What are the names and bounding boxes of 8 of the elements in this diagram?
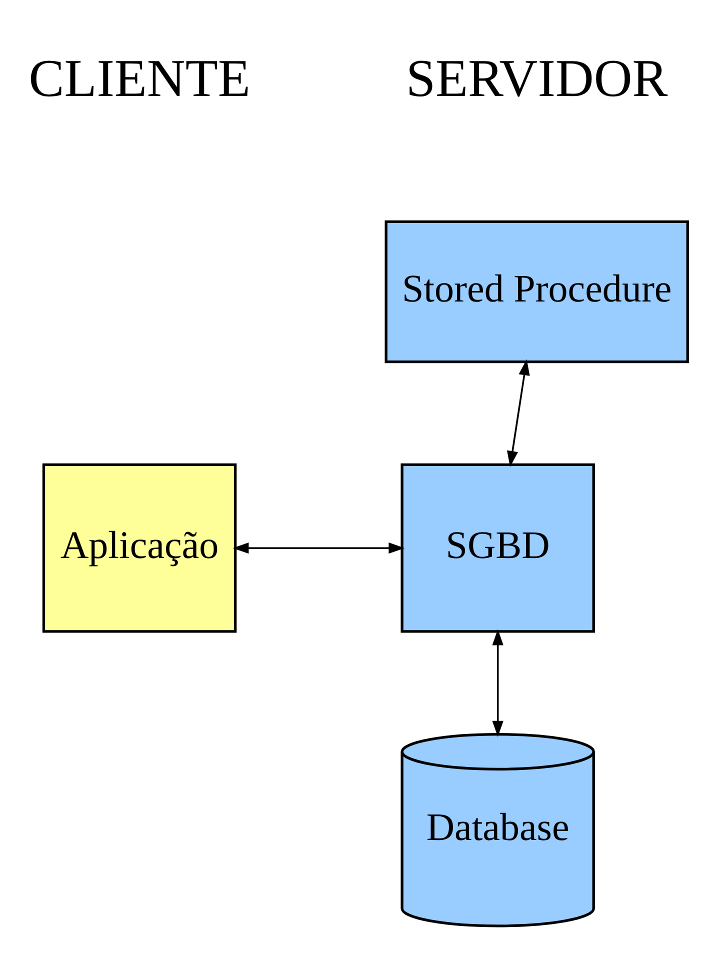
arrow: [232, 542, 405, 554]
arrow: [506, 358, 530, 467]
node-box: SGBD: [400, 462, 595, 632]
label: CLIENTE: [28, 48, 250, 108]
arrow: [492, 628, 504, 736]
node-box: Stored Procedure: [384, 220, 689, 363]
node-box: Aplicação: [42, 462, 237, 632]
label: SERVIDOR: [406, 48, 668, 108]
